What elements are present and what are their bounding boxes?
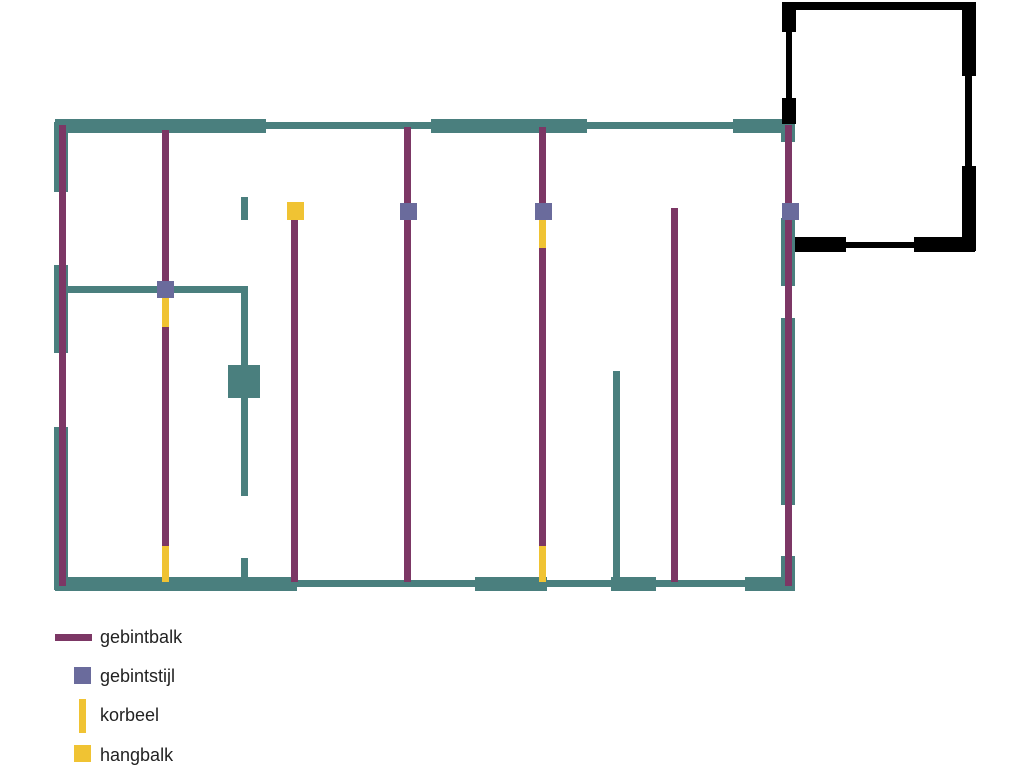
gebintbalk-line xyxy=(404,127,411,582)
legend-swatch-gebintbalk xyxy=(55,634,92,641)
korbeel-mark xyxy=(539,219,546,248)
gebintstijl-group xyxy=(157,203,799,298)
gebintbalk-group xyxy=(59,125,792,586)
annex-bottom-wall xyxy=(795,242,975,248)
top-wall xyxy=(55,122,795,129)
legend-label-gebintstijl: gebintstijl xyxy=(100,666,175,686)
legend-label-hangbalk: hangbalk xyxy=(100,745,174,765)
annex-top-wall xyxy=(782,2,976,10)
annex-outline xyxy=(782,2,976,252)
top-wall-thick-segment xyxy=(431,119,587,133)
hangbalk-group xyxy=(287,202,304,220)
hangbalk-mark xyxy=(287,202,304,220)
gebintbalk-line xyxy=(59,125,66,586)
korbeel-mark xyxy=(539,546,546,582)
bottom-wall-thick-segment xyxy=(55,577,297,591)
interior-wall-vertical xyxy=(613,371,620,581)
interior-wall-stub xyxy=(241,197,248,220)
korbeel-mark xyxy=(162,546,169,582)
bottom-wall xyxy=(55,580,795,587)
legend-swatch-hangbalk xyxy=(74,745,91,762)
interior-wall-stub xyxy=(241,558,248,580)
bottom-wall-thick-segment xyxy=(611,577,656,591)
gebintstijl-mark xyxy=(535,203,552,220)
annex-bottom-wall-thick xyxy=(795,237,846,252)
gebintbalk-line xyxy=(162,130,169,582)
gebintbalk-line xyxy=(785,125,792,586)
korbeel-group xyxy=(162,219,546,582)
annex-right-wall-thick xyxy=(962,166,976,251)
gebintbalk-line xyxy=(539,127,546,582)
annex-right-wall xyxy=(965,74,972,170)
annex-bottom-wall-thick xyxy=(914,237,975,252)
legend-label-korbeel: korbeel xyxy=(100,705,159,725)
legend: gebintbalk gebintstijl korbeel hangbalk xyxy=(55,627,183,765)
bottom-wall-thick-segment xyxy=(475,577,547,591)
top-wall-thick-segment xyxy=(55,119,266,133)
annex-right-wall-thick xyxy=(962,2,976,76)
chimney-block xyxy=(228,365,260,398)
annex-left-wall xyxy=(786,30,792,102)
gebintbalk-line xyxy=(671,208,678,582)
gebintbalk-line xyxy=(291,220,298,582)
legend-swatch-korbeel xyxy=(79,699,86,733)
legend-swatch-gebintstijl xyxy=(74,667,91,684)
interior-wall-horizontal xyxy=(62,286,248,293)
annex-top-left-corner xyxy=(782,2,796,32)
gebintstijl-mark xyxy=(400,203,417,220)
legend-label-gebintbalk: gebintbalk xyxy=(100,627,183,647)
top-wall-thick-segment xyxy=(733,119,795,133)
annex-left-wall-thick xyxy=(782,98,796,124)
korbeel-mark xyxy=(162,297,169,327)
gebintstijl-mark xyxy=(782,203,799,220)
gebintstijl-mark xyxy=(157,281,174,298)
